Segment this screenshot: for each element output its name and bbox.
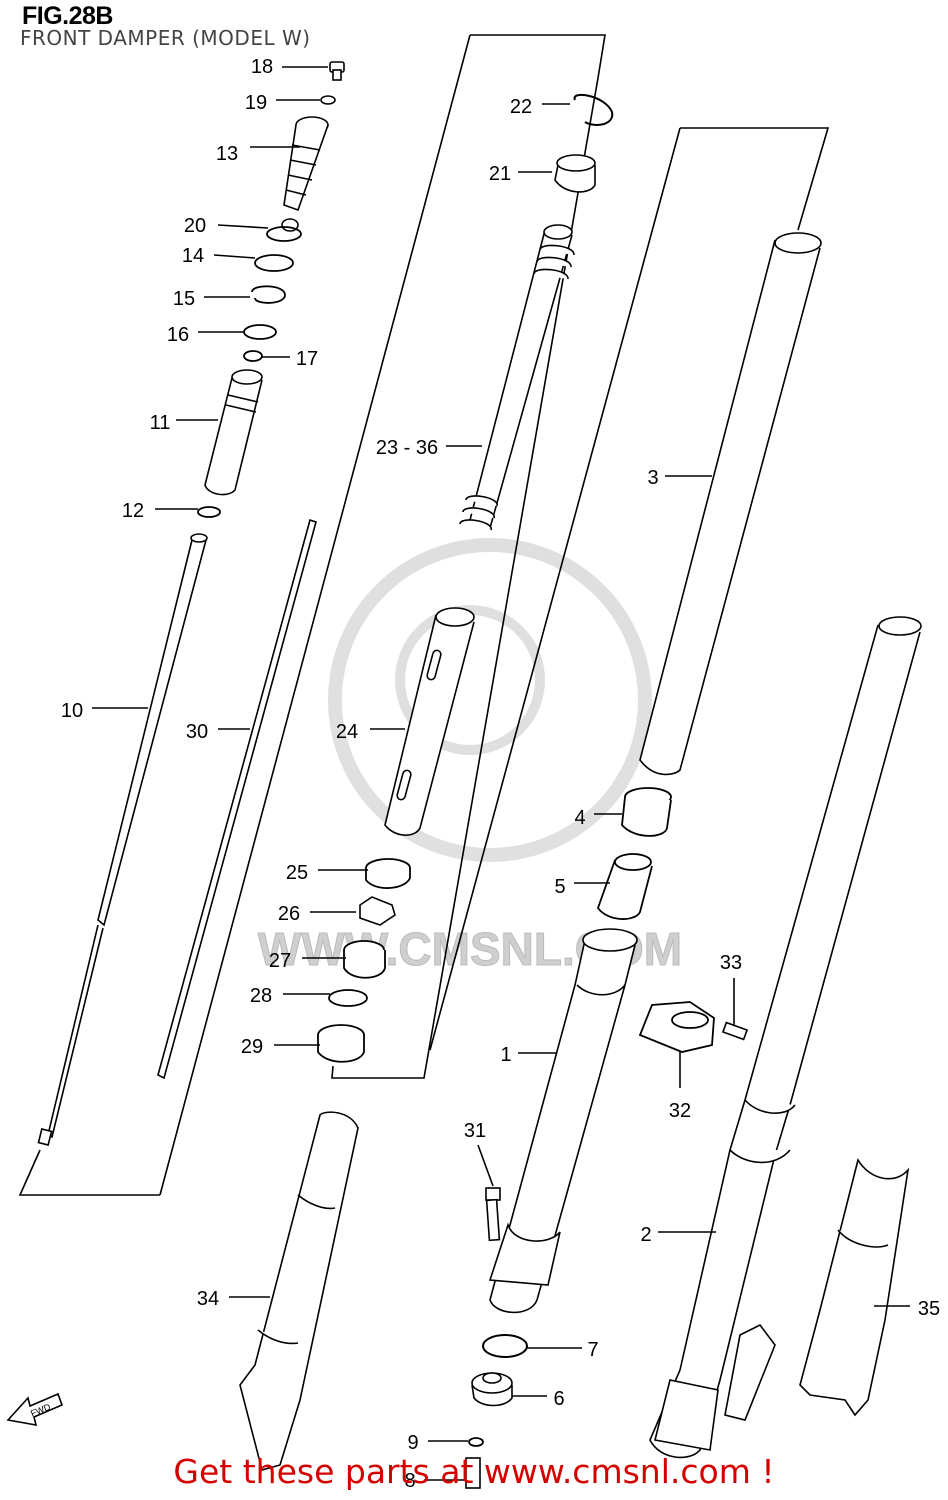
- callout-label-27: 27: [269, 950, 291, 972]
- part-32-clamp: [638, 1001, 715, 1053]
- callout-label-23-36: 23 - 36: [376, 437, 438, 459]
- callout-label-35: 35: [918, 1298, 940, 1320]
- part-30-rod: [157, 518, 317, 1080]
- callout-label-9: 9: [407, 1432, 418, 1454]
- leader-line-20: [217, 224, 269, 229]
- callout-label-1: 1: [500, 1044, 511, 1066]
- part-19-washer: [320, 95, 336, 105]
- callout-label-31: 31: [464, 1120, 486, 1142]
- group-outline-left: [18, 34, 606, 1196]
- group-outline-right: [429, 127, 830, 1051]
- callout-label-12: 12: [122, 500, 144, 522]
- callout-label-6: 6: [553, 1388, 564, 1410]
- part-35-guard: [799, 1157, 910, 1417]
- callout-label-34: 34: [197, 1288, 219, 1310]
- callout-label-18: 18: [251, 56, 273, 78]
- callout-label-26: 26: [278, 903, 300, 925]
- part-29-bushing: [317, 1024, 365, 1063]
- callout-label-16: 16: [167, 324, 189, 346]
- part-5-bushing: [596, 853, 653, 920]
- leader-line-31: [477, 1144, 494, 1187]
- callout-label-4: 4: [574, 807, 585, 829]
- part-33-bolt: [721, 1021, 749, 1041]
- part-16-washer: [243, 324, 277, 340]
- part-28-washer: [328, 989, 368, 1007]
- callout-label-20: 20: [184, 215, 206, 237]
- callout-label-13: 13: [216, 143, 238, 165]
- part-23-36-spring: [459, 224, 575, 531]
- callout-label-25: 25: [286, 862, 308, 884]
- footer-link-text[interactable]: Get these parts at www.cmsnl.com !: [173, 1452, 775, 1491]
- callout-label-28: 28: [250, 985, 272, 1007]
- part-1-inner-tube: [488, 928, 638, 1314]
- part-21-cap: [554, 154, 596, 193]
- part-20-o-ring: [266, 226, 302, 242]
- part-6-nut: [471, 1372, 513, 1407]
- part-15-clip: [251, 285, 286, 304]
- callout-label-11: 11: [150, 412, 171, 434]
- part-7-washer: [482, 1334, 528, 1358]
- part-13-valve: [281, 116, 329, 232]
- part-27-bushing: [343, 940, 386, 979]
- watermark-logo: [328, 538, 652, 862]
- part-31-bolt: [485, 1187, 501, 1242]
- part-34-guard: [239, 1111, 359, 1471]
- part-22-circlip: [573, 93, 614, 126]
- callout-label-3: 3: [647, 467, 658, 489]
- callout-label-7: 7: [587, 1339, 598, 1361]
- figure-subtitle: FRONT DAMPER (MODEL W): [20, 26, 311, 50]
- part-10-rod: [37, 533, 208, 1146]
- part-4-bushing: [621, 787, 672, 837]
- callout-label-21: 21: [489, 163, 511, 185]
- callout-label-2: 2: [640, 1224, 651, 1246]
- callout-label-8: 8: [404, 1470, 415, 1492]
- callout-label-19: 19: [245, 92, 267, 114]
- part-14-washer: [254, 254, 294, 272]
- callout-label-29: 29: [241, 1036, 263, 1058]
- part-3-outer-tube: [639, 232, 822, 776]
- part-24-tube: [384, 607, 475, 836]
- callout-label-24: 24: [336, 721, 358, 743]
- figure-title: FIG.28B: [22, 2, 113, 30]
- fwd-arrow-icon: FWD: [6, 1392, 64, 1427]
- leader-line-14: [213, 254, 256, 259]
- callout-label-22: 22: [510, 96, 532, 118]
- callout-label-30: 30: [186, 721, 208, 743]
- callout-label-14: 14: [182, 245, 204, 267]
- part-2-outer-tube: [649, 616, 922, 1459]
- part-25-guide: [365, 858, 411, 889]
- callout-label-17: 17: [296, 348, 318, 370]
- part-26-seal: [359, 896, 396, 926]
- part-18-screw: [329, 61, 345, 81]
- part-11-cylinder: [204, 369, 263, 496]
- callout-label-15: 15: [173, 288, 195, 310]
- part-9-o-ring: [468, 1437, 484, 1447]
- callout-label-10: 10: [61, 700, 83, 722]
- callout-label-33: 33: [720, 952, 742, 974]
- part-17-o-ring: [243, 350, 263, 362]
- part-12-o-ring: [197, 506, 221, 518]
- callout-label-32: 32: [669, 1100, 691, 1122]
- part-8-screw: [465, 1457, 481, 1489]
- callout-label-5: 5: [554, 876, 565, 898]
